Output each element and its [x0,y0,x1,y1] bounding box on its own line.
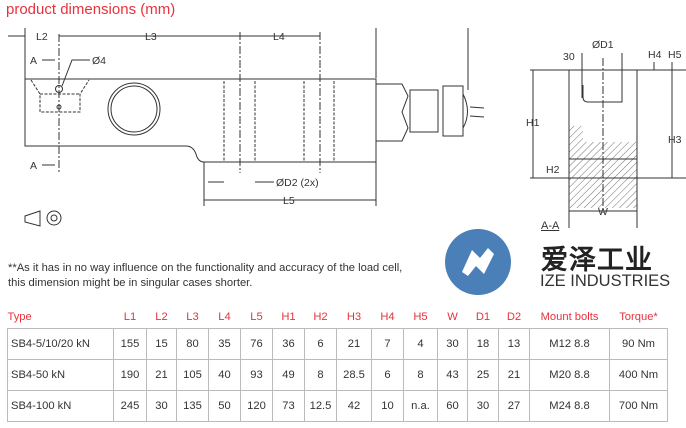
cell: 93 [240,359,273,391]
cell: 4 [403,328,438,360]
header-l2: L2 [155,311,168,323]
cell: 80 [176,328,209,360]
label-angle: 30 [563,51,575,63]
label-section-a-top: A [30,55,37,67]
cell: n.a. [403,390,438,422]
header-h4: H4 [380,311,395,323]
label-l3: L3 [145,31,157,43]
cell: 76 [240,328,273,360]
header-l1: L1 [123,311,137,323]
footnote: **As it has in no way influence on the f… [8,261,402,291]
header-h1: H1 [281,311,296,323]
label-l2: L2 [36,31,48,43]
label-h3: H3 [668,134,682,146]
label-section-a-bottom: A [30,160,37,172]
dimension-l1: L1 [24,28,377,98]
logo-english: IZE INDUSTRIES [540,272,671,290]
label-l4: L4 [273,31,285,43]
cell: 60 [437,390,468,422]
label-hole: Ø4 [92,55,106,67]
cell: 21 [336,328,372,360]
cell: 35 [208,328,241,360]
cell: 6 [371,359,404,391]
cell: 30 [437,328,468,360]
header-l4: L4 [218,311,231,323]
label-h1: H1 [526,117,540,129]
header-w: W [447,311,458,323]
cell: 6 [304,328,337,360]
header-mount-bolts: Mount bolts [540,311,599,323]
label-w: W [598,206,608,218]
cell: M24 8.8 [529,390,610,422]
cell: SB4-50 kN [7,359,114,391]
cell: 12.5 [304,390,337,422]
cell: 15 [146,328,177,360]
cell: 36 [272,328,305,360]
dimensions-table: Type L1 L2 L3 L4 L5 H1 H2 H3 H4 H5 W D1 … [7,306,668,422]
cell: 120 [240,390,273,422]
cell: 42 [336,390,372,422]
header-type: Type [7,311,32,323]
cell: 155 [113,328,147,360]
cell: 8 [304,359,337,391]
label-h4: H4 [648,49,662,61]
section-label: A-A [541,220,560,232]
page-title: product dimensions (mm) [6,1,176,18]
cell: 190 [113,359,147,391]
header-h3: H3 [346,311,362,323]
label-d1: ØD1 [592,39,614,51]
cell: 21 [498,359,530,391]
cell: 18 [467,328,499,360]
cell: 30 [467,390,499,422]
section-view: H1 H2 H3 H4 H5 ØD1 30 W [526,39,686,228]
cell: 40 [208,359,241,391]
load-cell-body [24,78,377,163]
label-l5: L5 [283,195,295,207]
header-h5: H5 [413,311,428,323]
cell: 8 [403,359,438,391]
footnote-line-2: this dimension might be in singular case… [8,277,253,289]
cell: 28.5 [336,359,372,391]
header-torque: Torque* [619,311,658,323]
footnote-line-1: **As it has in no way influence on the f… [8,262,403,274]
cell: 700 Nm [609,390,668,422]
cell: 43 [437,359,468,391]
cell: 49 [272,359,305,391]
ize-logo-icon [445,229,511,295]
technical-drawing: L1 41 L2 L3 L4 A Ø4 L5 ØD2 (2x) A [8,28,686,228]
cell: 135 [176,390,209,422]
header-d2: D2 [506,311,522,323]
header-l3: L3 [186,311,199,323]
header-d1: D1 [475,311,491,323]
cell: M20 8.8 [529,359,610,391]
cell: 10 [371,390,404,422]
cell: 90 Nm [609,328,668,360]
label-h2: H2 [546,164,560,176]
cell: 21 [146,359,177,391]
cell: 400 Nm [609,359,668,391]
header-l5: L5 [250,311,263,323]
cell: 7 [371,328,404,360]
cell: 27 [498,390,530,422]
cell: 13 [498,328,530,360]
cell: M12 8.8 [529,328,610,360]
cell: 50 [208,390,241,422]
logo-chinese: 爱泽工业 [541,245,653,276]
cell: 25 [467,359,499,391]
cell: 73 [272,390,305,422]
cell: SB4-100 kN [7,390,114,422]
label-d2: ØD2 (2x) [276,177,319,189]
table-header: Type L1 L2 L3 L4 L5 H1 H2 H3 H4 H5 W D1 … [8,306,668,329]
label-h5: H5 [668,49,682,61]
dimension-cable: 41 [467,28,469,90]
cell: 30 [146,390,177,422]
cell: 105 [176,359,209,391]
cell: SB4-5/10/20 kN [7,328,114,360]
cell: 245 [113,390,147,422]
header-h2: H2 [313,311,328,323]
